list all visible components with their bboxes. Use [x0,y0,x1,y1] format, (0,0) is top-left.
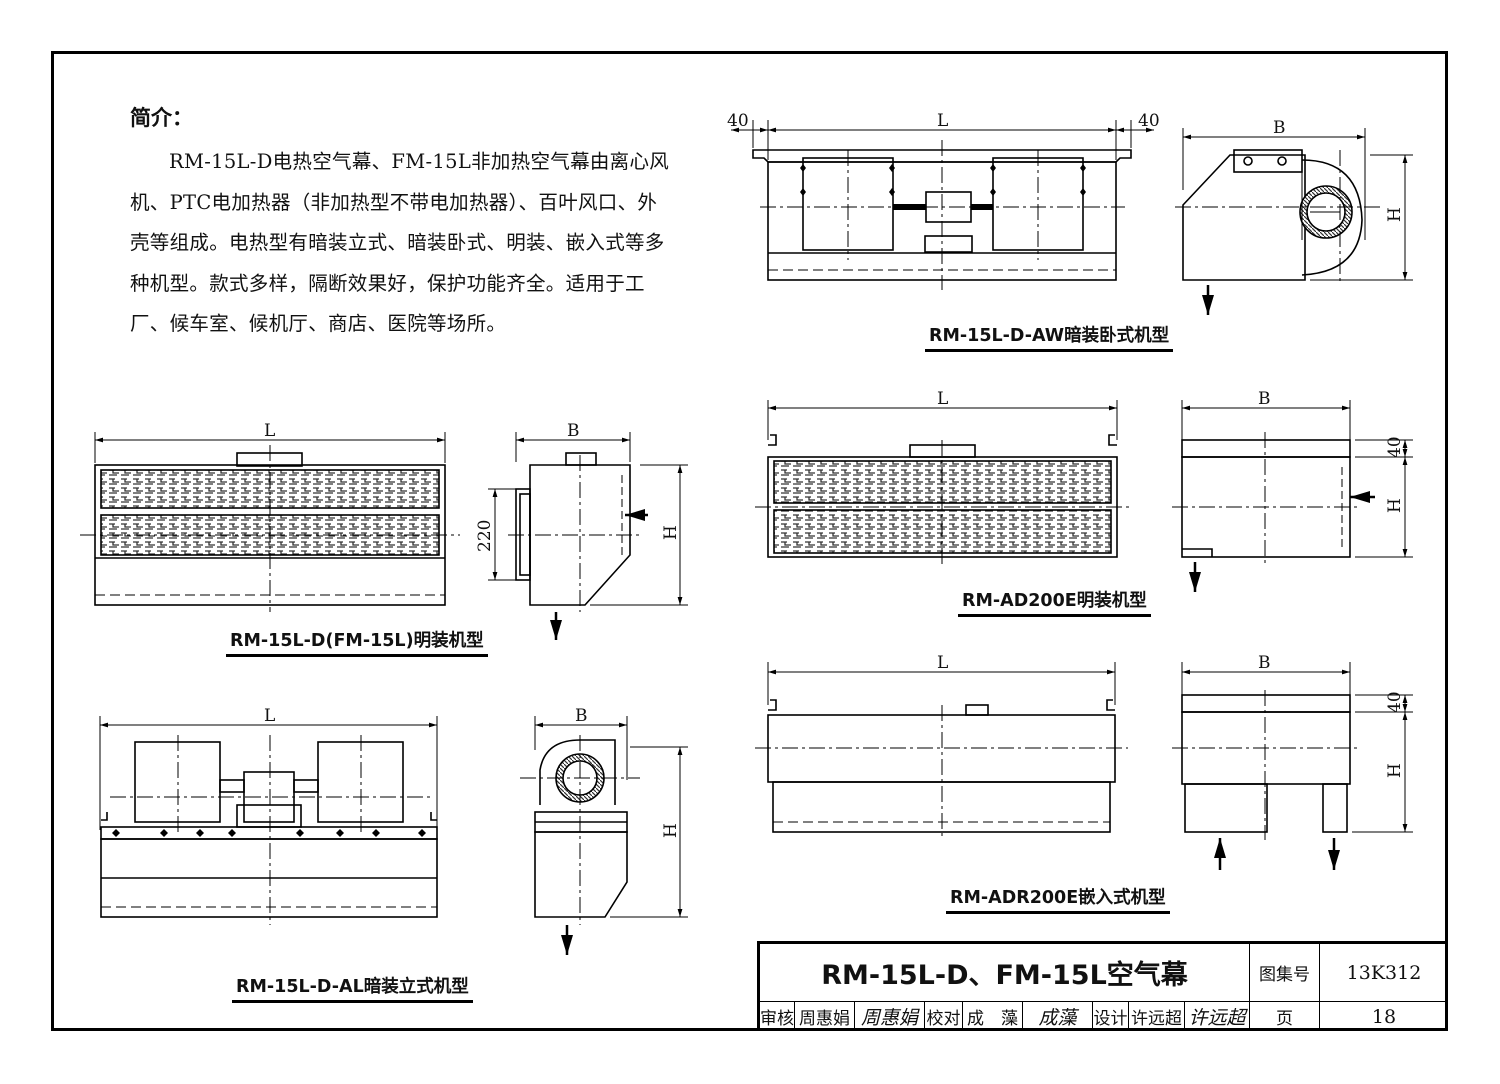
dim-label-L-aw: L [937,111,948,131]
intro-body: RM-15L-D电热空气幕、FM-15L非加热空气幕由离心风机、PTC电加热器（… [130,150,670,335]
intro-title: 简介： [130,106,193,130]
dim-label-L-al: L [264,706,275,726]
dim-label-H-aw: H [1385,207,1405,222]
design-name: 许远超 [1129,1002,1185,1031]
design-signature: 许远超 [1185,1002,1250,1031]
dim-label-B-al: B [575,706,588,726]
ad200e-side-view [1172,400,1413,592]
page-number: 18 [1371,1005,1397,1028]
dim-label-40-right-aw: 40 [1138,111,1160,131]
dim-label-B-aw: B [1273,118,1286,138]
review-signature: 周惠娟 [855,1002,925,1031]
dim-label-L-adr200e: L [937,653,948,673]
dim-label-220-rm15: 220 [475,520,495,552]
dim-label-B-adr200e: B [1258,653,1271,673]
adr200e-side-view [1172,662,1413,870]
caption-aw: RM-15L-D-AW暗装卧式机型 [925,322,1174,352]
review-name: 周惠娟 [795,1002,855,1031]
title-block-title: RM-15L-D、FM-15L空气幕 [760,944,1250,1002]
dim-label-L-ad200e: L [937,389,948,409]
review-label: 审核 [760,1002,795,1031]
caption-ad200e: RM-AD200E明装机型 [958,587,1151,617]
al-side-view [520,716,688,955]
check-signature: 成藻 [1023,1002,1093,1031]
design-label: 设计 [1093,1002,1129,1031]
dim-label-B-rm15: B [567,421,580,441]
title-block: RM-15L-D、FM-15L空气幕 图集号 13K312 审核 周惠娟 周惠娟… [757,941,1448,1031]
intro-section: 简介： RM-15L-D电热空气幕、FM-15L非加热空气幕由离心风机、PTC电… [130,102,675,345]
dim-label-H-al: H [661,823,681,838]
check-name: 成 藻 [963,1002,1023,1031]
atlas-number: 13K312 [1320,944,1448,1002]
caption-rm15-exposed: RM-15L-D(FM-15L)明装机型 [226,627,488,657]
page-label: 页 [1250,1002,1320,1031]
rm15-exposed-side-view [488,432,688,640]
al-front-view [99,716,438,925]
dim-label-40-adr200e: 40 [1385,691,1405,713]
aw-side-view [1175,128,1413,315]
dim-label-H-ad200e: H [1385,498,1405,513]
dim-label-B-ad200e: B [1258,389,1271,409]
dim-label-H-rm15: H [661,525,681,540]
rm15-exposed-front-view [80,432,460,612]
dim-label-L-rm15: L [264,421,275,441]
dim-label-H-adr200e: H [1385,763,1405,778]
atlas-label: 图集号 [1250,944,1320,1002]
ad200e-front-view [755,400,1130,566]
aw-front-view [731,120,1154,290]
dim-label-40-ad200e: 40 [1385,436,1405,458]
caption-adr200e: RM-ADR200E嵌入式机型 [946,884,1170,914]
caption-al: RM-15L-D-AL暗装立式机型 [232,973,473,1003]
adr200e-front-view [755,662,1128,840]
dim-label-40-left-aw: 40 [727,111,749,131]
check-label: 校对 [925,1002,963,1031]
drawing-frame [51,51,1448,1031]
